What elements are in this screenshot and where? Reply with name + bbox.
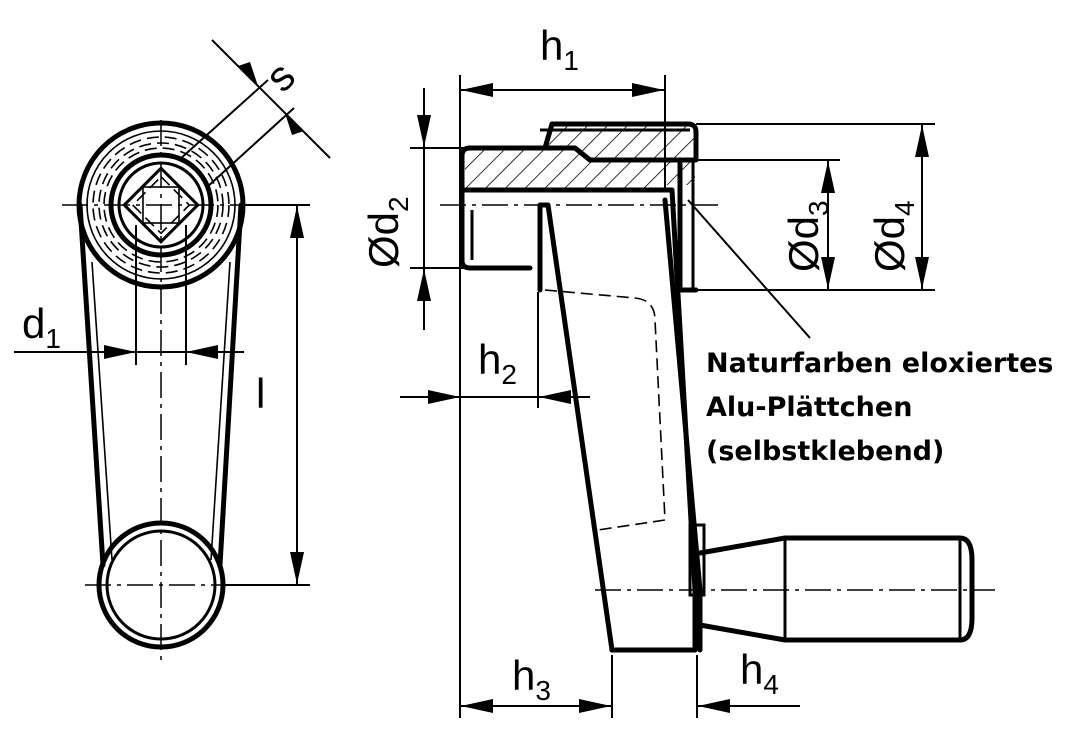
l-arrow-top <box>290 206 304 238</box>
d2-arrow-bottom <box>417 269 431 301</box>
h3-label: h3 <box>512 652 551 706</box>
hub-section-outline <box>467 121 699 163</box>
h2-label: h2 <box>478 336 517 390</box>
s-dim-line <box>211 39 331 159</box>
side-view: h1 Ød2 Ød3 Ød4 h2 h3 <box>360 22 1054 718</box>
h3-arrow-left <box>461 699 493 713</box>
s-extension-1 <box>178 79 269 161</box>
h1-arrow-right <box>632 83 664 97</box>
s-label: s <box>256 52 304 100</box>
d3-arrow-bottom <box>821 257 835 289</box>
d3-arrow-top <box>821 161 835 193</box>
s-arrow-1 <box>238 62 258 86</box>
d1-arrow-right <box>186 345 218 359</box>
l-arrow-bottom <box>290 552 304 584</box>
h1-arrow-left <box>461 83 493 97</box>
note-line-1: Naturfarben eloxiertes <box>706 348 1054 379</box>
h2-arrow-left <box>428 390 460 404</box>
square-bore-inner <box>131 175 191 235</box>
grip-handle <box>697 535 975 643</box>
note-line-2: Alu-Plättchen <box>706 392 912 423</box>
d3-label: Ød3 <box>780 200 834 272</box>
d1-label: d1 <box>22 300 61 354</box>
hub-ring-2 <box>92 136 230 274</box>
h4-arrow-left <box>698 699 730 713</box>
d2-label: Ød2 <box>360 196 414 268</box>
s-arrow-2 <box>285 113 304 135</box>
h4-label: h4 <box>740 646 779 700</box>
note-line-3: (selbstklebend) <box>706 436 944 467</box>
arm-hidden-contour <box>544 289 666 531</box>
grip-collar <box>688 523 706 597</box>
hub-section-hatch <box>465 125 695 190</box>
d4-arrow-bottom <box>915 257 929 289</box>
crank-arm-outline <box>77 202 244 568</box>
d4-arrow-top <box>915 125 929 157</box>
d1-arrow-left <box>104 345 136 359</box>
h3-arrow-right <box>579 699 611 713</box>
crank-arm-back <box>609 197 703 653</box>
d2-arrow-top <box>417 115 431 147</box>
h1-label: h1 <box>540 22 579 76</box>
hub-ring-4 <box>103 147 219 263</box>
h2-arrow-right <box>539 390 571 404</box>
note-leader-line <box>687 199 811 339</box>
crank-arm-inner-line <box>91 261 231 561</box>
l-label: l <box>256 370 265 417</box>
s-extension-2 <box>205 107 295 189</box>
top-view: s d1 l <box>14 39 331 665</box>
d4-label: Ød4 <box>866 200 920 272</box>
